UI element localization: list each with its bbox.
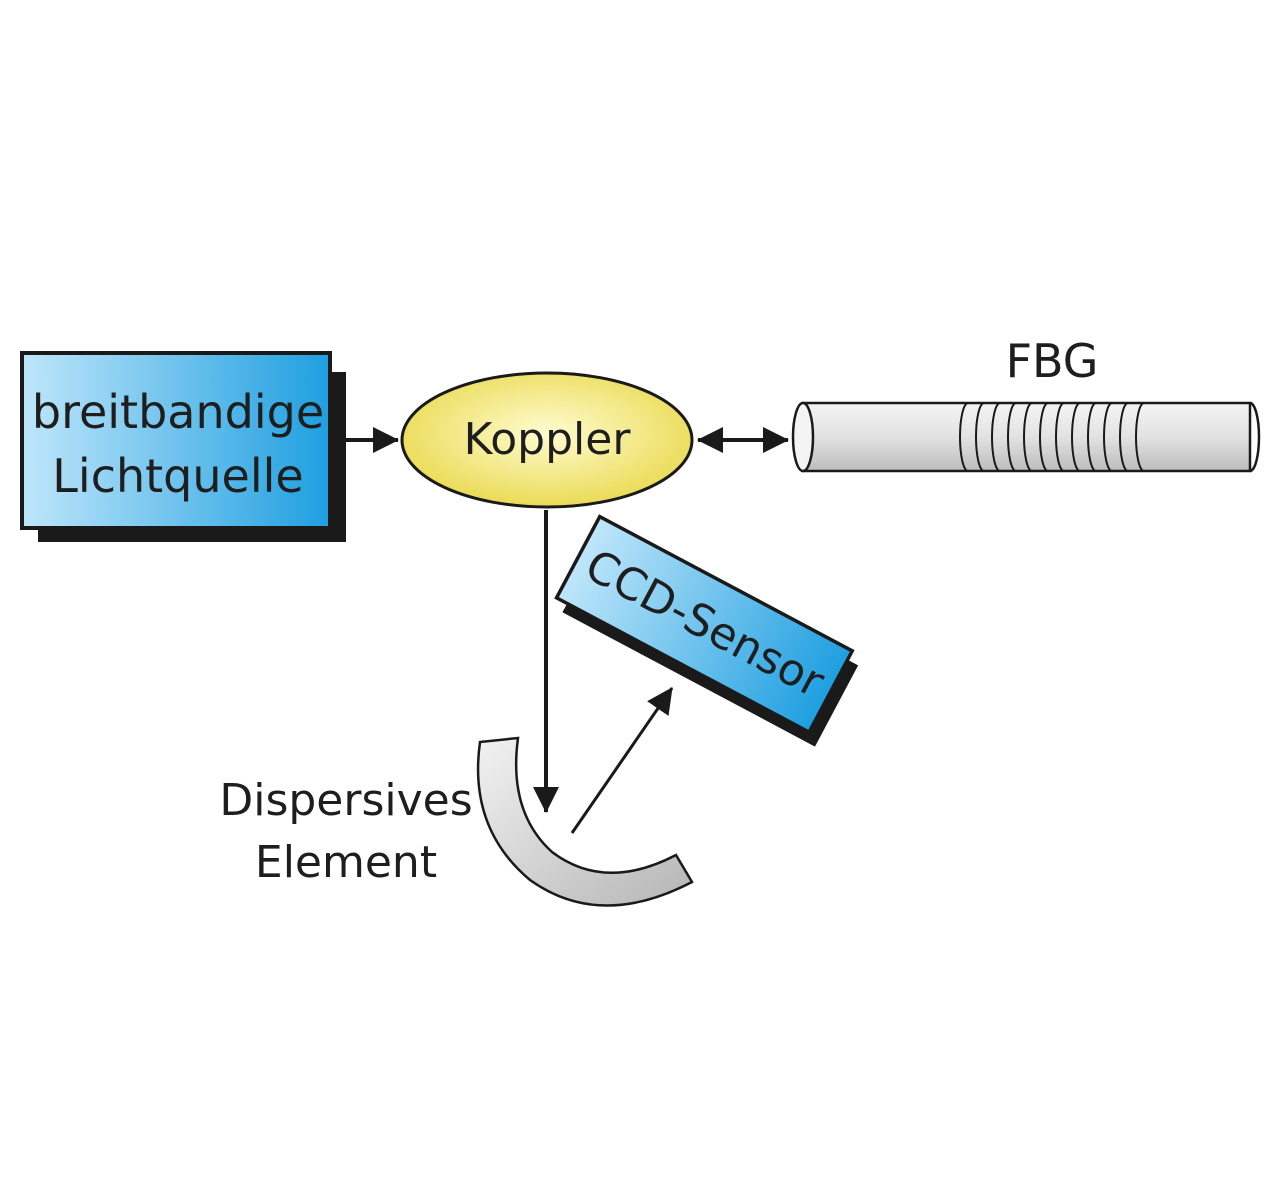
arrow-dispersive-to-ccd [570,687,674,834]
ccd-body [554,514,855,735]
dispersive-arc [476,736,694,907]
dispersive-label-line2: Element [255,837,437,888]
coupler-ellipse [400,371,694,509]
grating-line [1007,402,1017,472]
light-source-body [20,351,332,530]
grating-line [975,402,985,472]
grating-line [1055,402,1065,472]
fiber-end-left [791,401,815,473]
ccd-sensor: CCD-Sensor [554,514,859,747]
dispersive-label-line1: Dispersives [219,775,472,826]
fbg-fiber: FBG [791,334,1261,473]
grating-line [1071,402,1081,472]
light-source-box: breitbandige Lichtquelle [20,351,346,542]
grating-line [1039,402,1049,472]
dispersive-element: Dispersives Element [219,736,694,907]
grating-line [991,402,1001,472]
grating-line [959,402,969,472]
grating-line [1087,402,1097,472]
light-source-label-line1: breitbandige [32,385,324,439]
coupler: Koppler [400,371,694,509]
grating-line [1135,402,1145,472]
grating-line [1119,402,1129,472]
grating-line [1023,402,1033,472]
grating-line [1103,402,1113,472]
coupler-label: Koppler [464,414,632,465]
light-source-label-line2: Lichtquelle [52,449,303,503]
fiber-end-right [1249,401,1261,473]
fbg-label: FBG [1006,334,1099,388]
fbg-grating [959,402,1145,472]
